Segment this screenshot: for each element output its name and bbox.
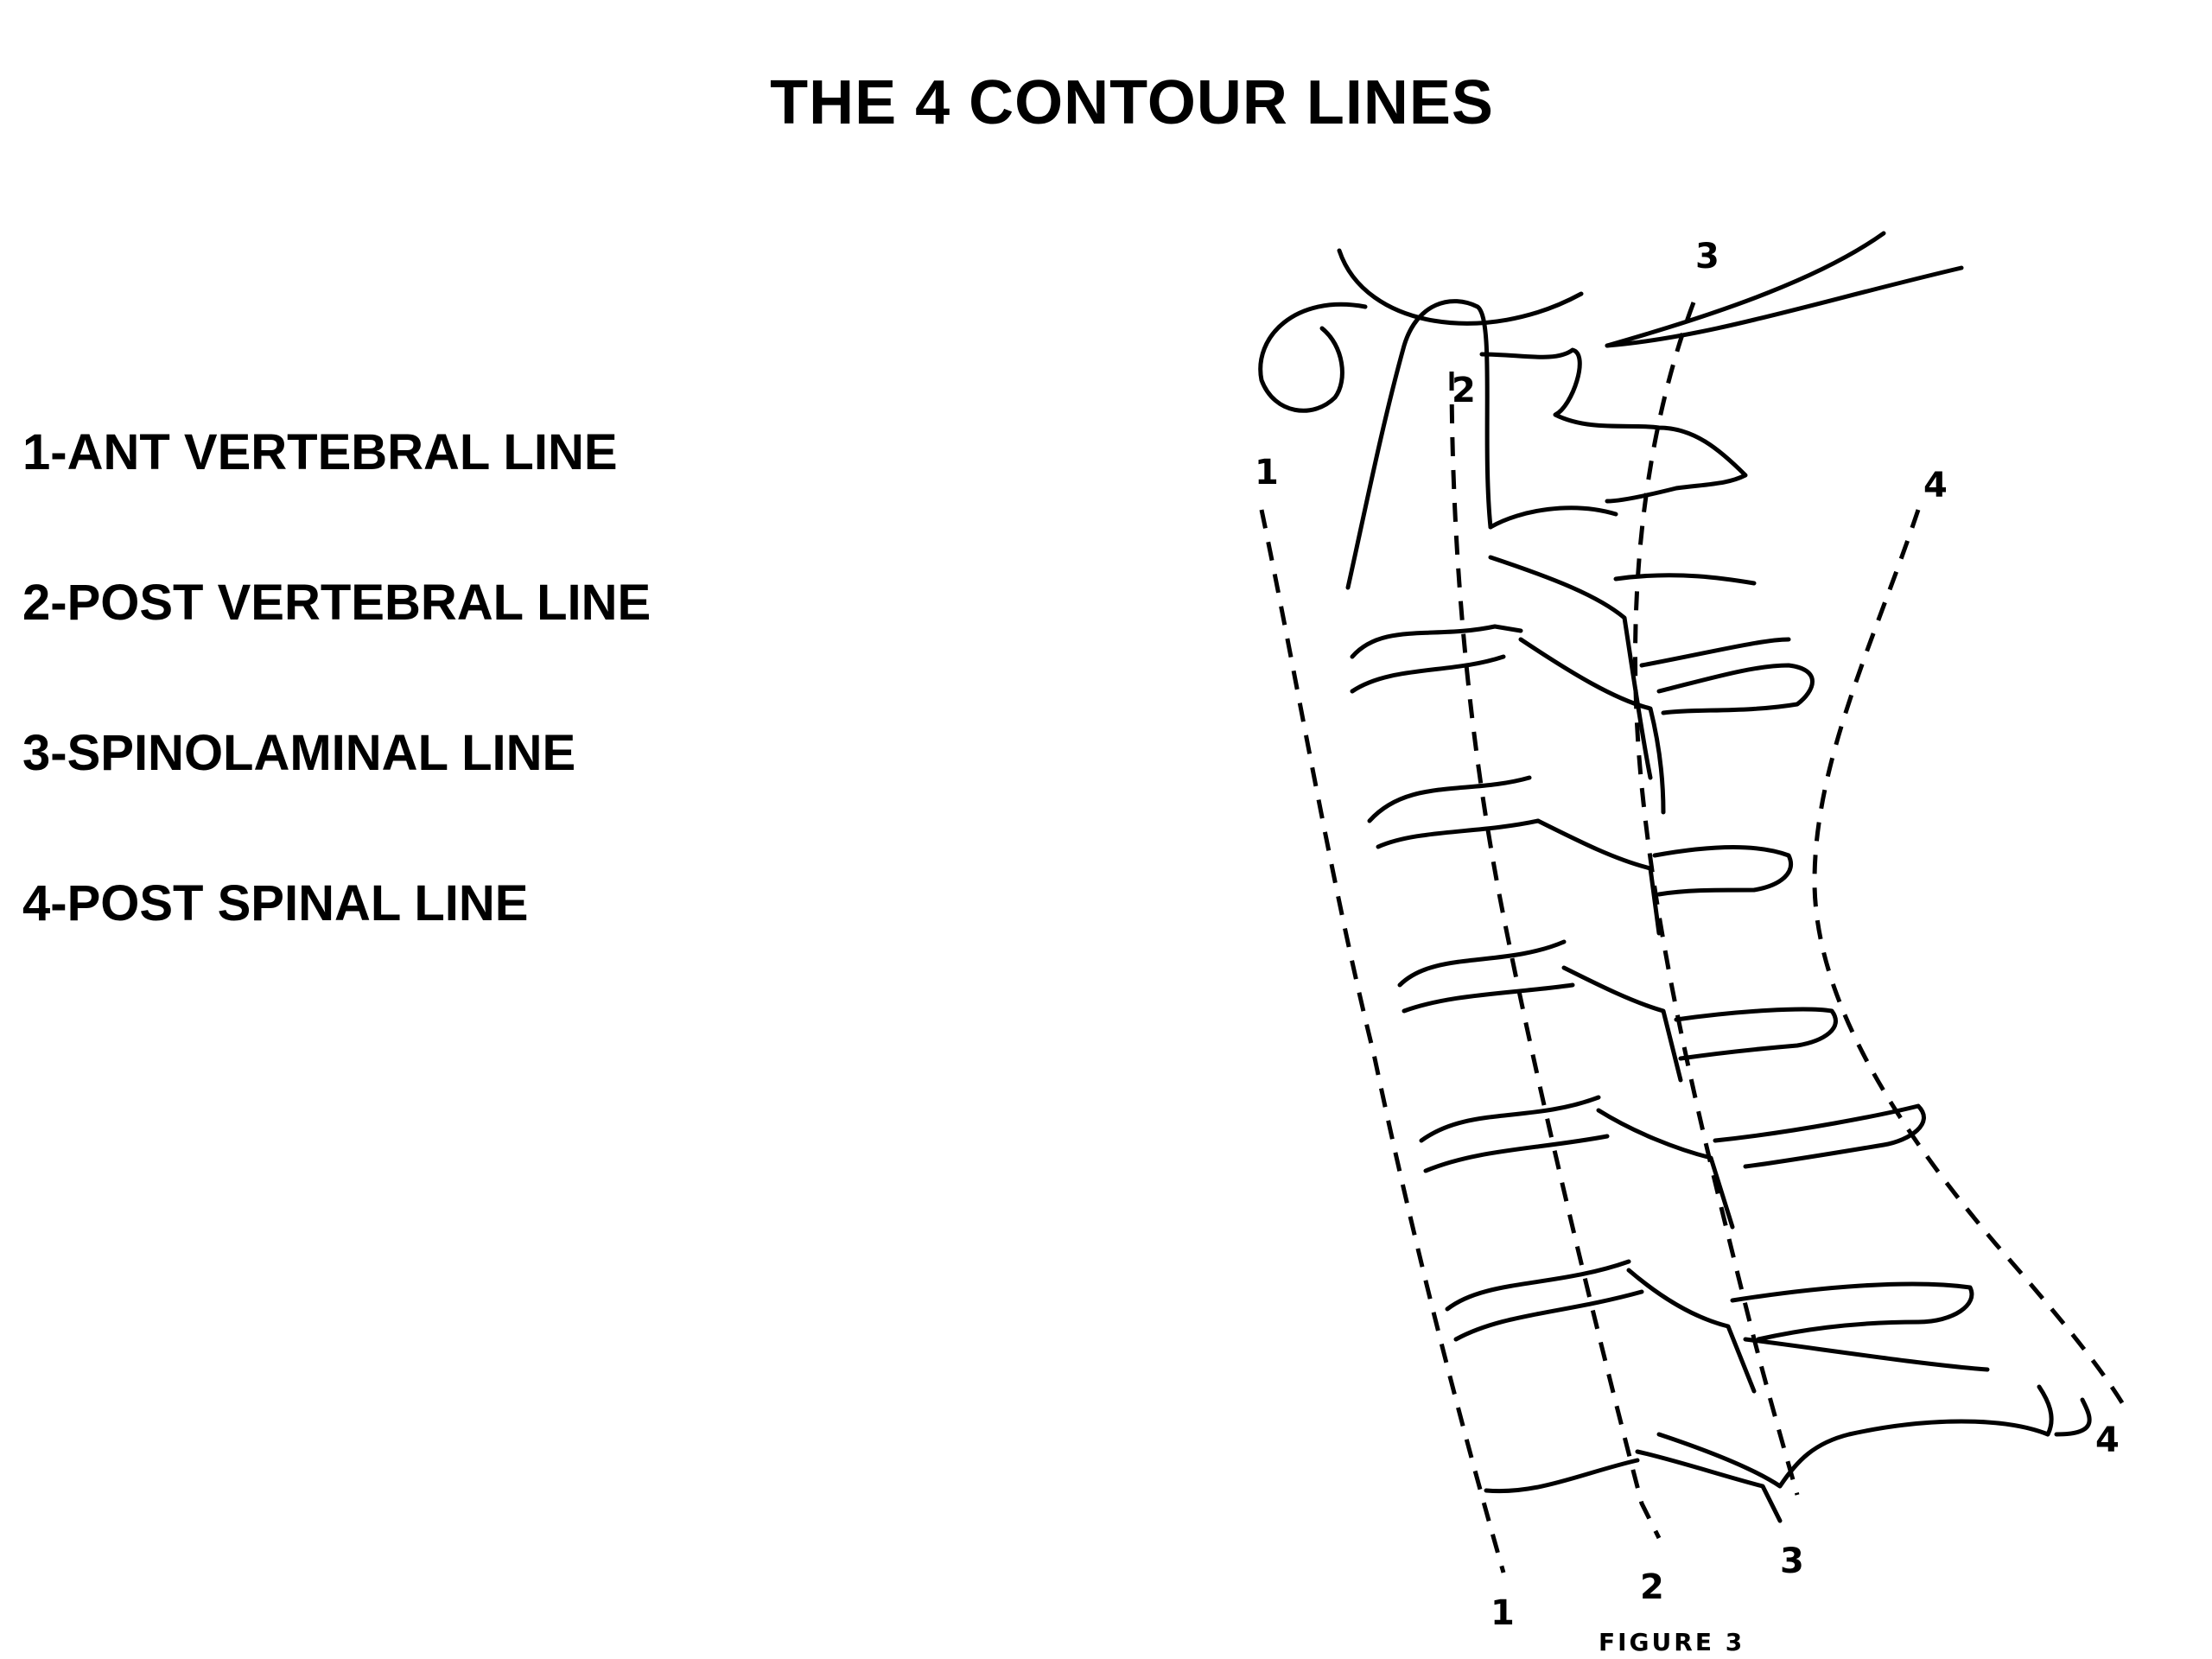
cervical-spine-figure: 1 2 3 4 1 2 3 4 FIGURE 3	[1192, 225, 2212, 1659]
line-number-4-bottom: 4	[2095, 1421, 2120, 1460]
line-number-4-top: 4	[1923, 466, 1948, 505]
posterior-elements	[1518, 637, 2092, 1523]
legend-item-post-spinal-line: 4-POST SPINAL LINE	[22, 875, 529, 931]
figure-caption: FIGURE 3	[1599, 1628, 1745, 1656]
skull-base-outline	[1258, 231, 1964, 413]
contour-line-4-post-spinal	[1812, 509, 2128, 1410]
contour-line-1-ant-vertebral	[1259, 509, 1506, 1573]
cervical-spine-drawing: 1 2 3 4 1 2 3 4 FIGURE 3	[1255, 231, 2128, 1656]
line-number-3-bottom: 3	[1780, 1541, 1804, 1581]
legend-item-post-vertebral-line: 2-POST VERTEBRAL LINE	[22, 575, 652, 631]
contour-line-3-spinolaminal	[1633, 302, 1800, 1496]
vertebral-bodies	[1350, 624, 1644, 1494]
line-number-1-bottom: 1	[1491, 1593, 1515, 1633]
contour-line-2-post-vertebral	[1449, 371, 1662, 1540]
legend-item-ant-vertebral-line: 1-ANT VERTEBRAL LINE	[22, 424, 618, 480]
slide-title: THE 4 CONTOUR LINES	[770, 68, 1494, 137]
line-number-1-top: 1	[1255, 453, 1279, 493]
line-number-2-bottom: 2	[1640, 1567, 1664, 1607]
line-number-3-top: 3	[1695, 237, 1719, 276]
line-number-2-top: 2	[1452, 371, 1476, 410]
atlas-axis-outline	[1345, 299, 1757, 780]
legend-item-spinolaminal-line: 3-SPINOLAMINAL LINE	[22, 725, 576, 781]
